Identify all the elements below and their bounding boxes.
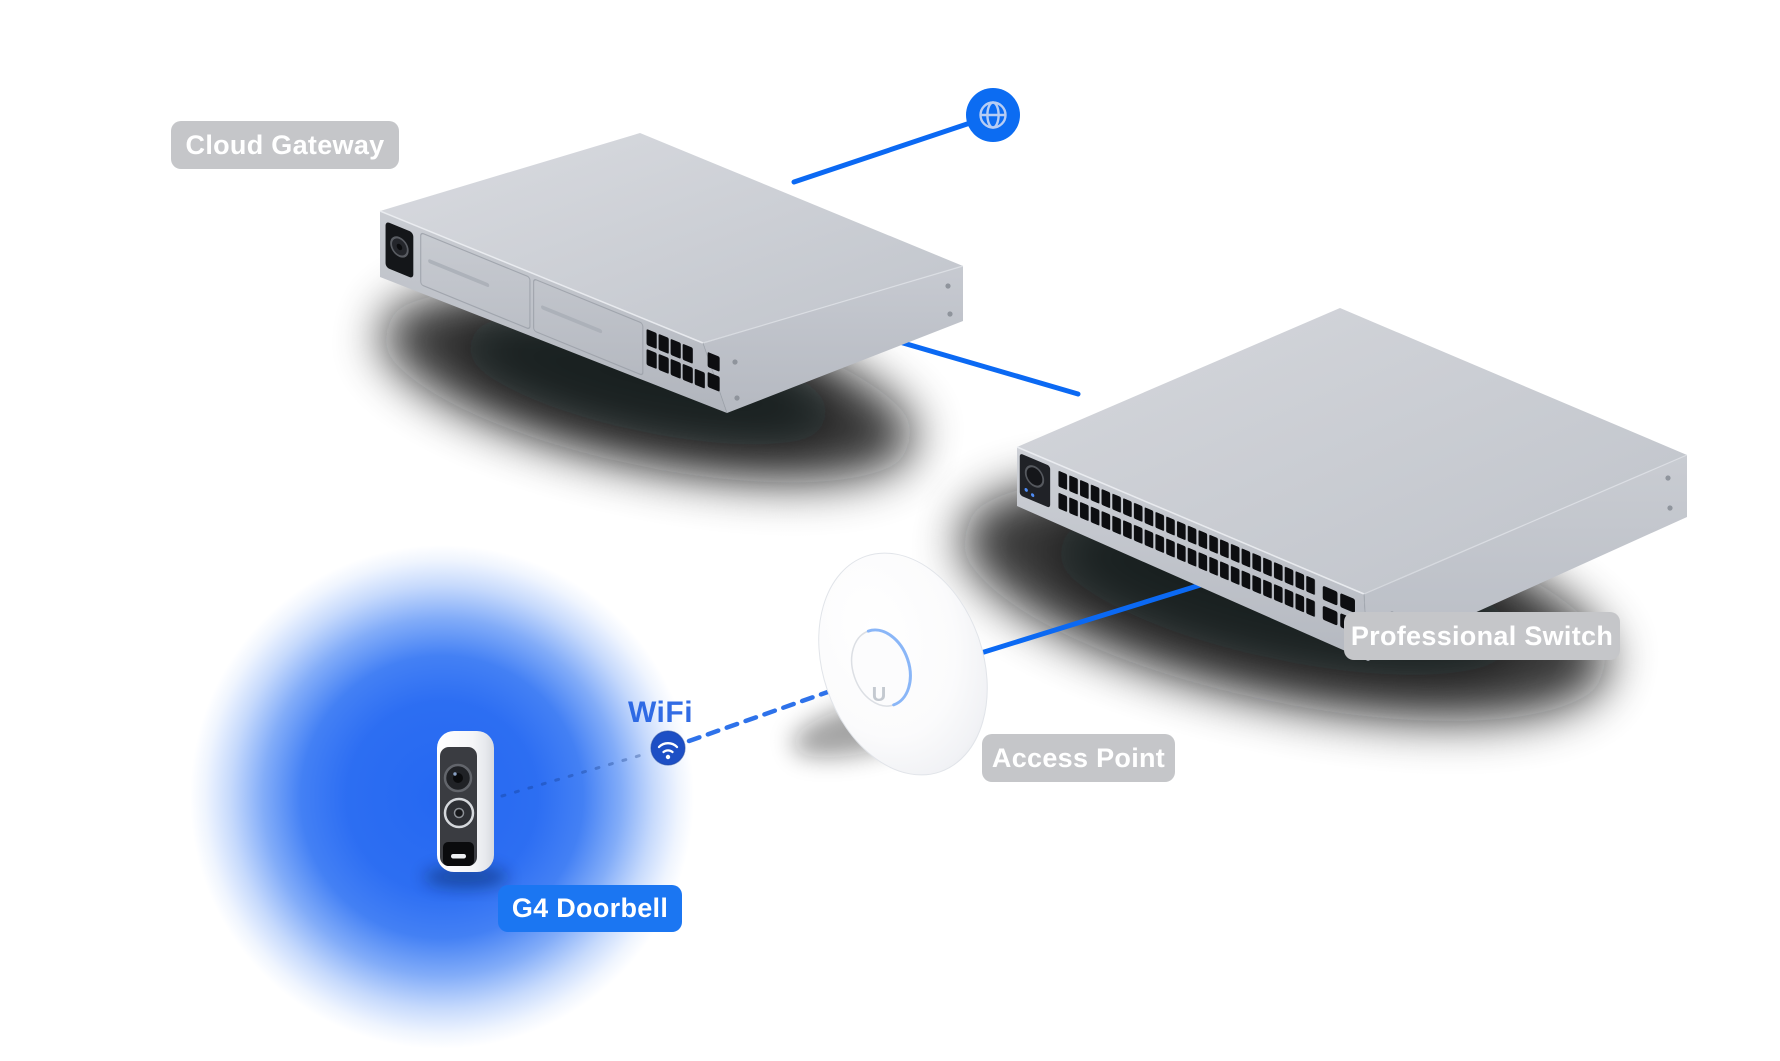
label-professional-switch: Professional Switch xyxy=(1344,612,1620,660)
gateway-ethernet-ports xyxy=(646,329,720,392)
cloud-gateway-device xyxy=(379,133,964,414)
doorbell-shadow xyxy=(424,866,508,888)
wifi-label: WiFi xyxy=(628,696,694,729)
access-point-led-ring xyxy=(866,628,912,707)
globe-icon xyxy=(966,88,1020,142)
gateway-drive-bay xyxy=(533,279,644,376)
gateway-screws xyxy=(732,283,953,401)
gateway-drive-bay xyxy=(420,232,531,329)
ap-logo: U xyxy=(872,684,886,706)
g4-doorbell-device xyxy=(437,731,494,872)
switch-port-row-top xyxy=(1057,470,1317,596)
access-point-device: U xyxy=(818,552,988,776)
label-cloud-gateway: Cloud Gateway xyxy=(171,121,399,169)
professional-switch-device xyxy=(1016,308,1688,662)
wifi-icon xyxy=(650,730,686,766)
connection-internet-gateway xyxy=(791,115,988,185)
label-g4-doorbell: G4 Doorbell xyxy=(498,885,682,932)
switch-port-row-bottom xyxy=(1057,492,1317,618)
label-access-point: Access Point xyxy=(982,734,1175,782)
